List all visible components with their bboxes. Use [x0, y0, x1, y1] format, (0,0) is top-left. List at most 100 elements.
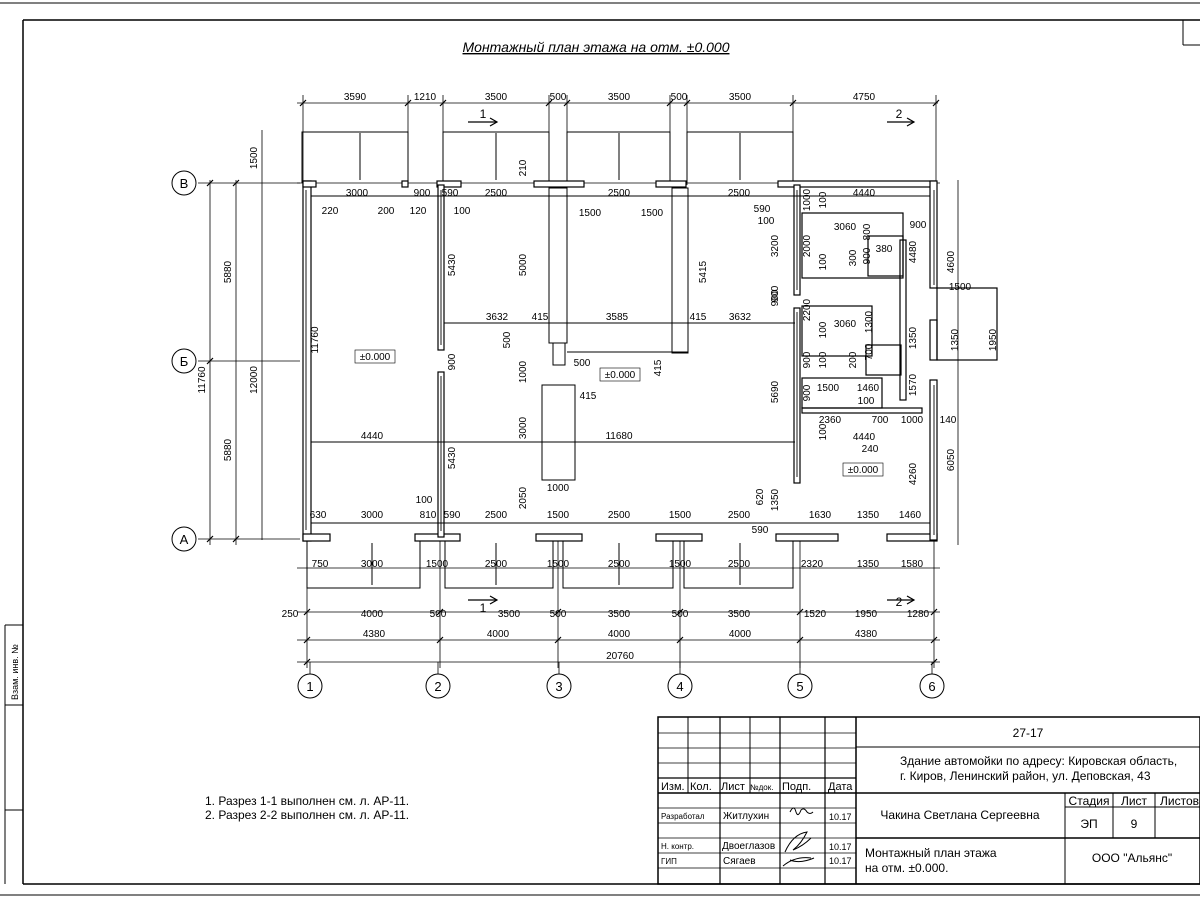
dim-span-1: 4380 — [363, 629, 386, 640]
dim-top2-1: 3000 — [346, 188, 369, 199]
dim-r-35: 620 — [755, 488, 766, 505]
dim-b3-10: 1950 — [855, 609, 878, 620]
dim-r-27: 700 — [872, 415, 889, 426]
dim-b1-12: 1350 — [857, 510, 880, 521]
stamp-role-2: Н. контр. — [661, 842, 694, 851]
dim-r-19: 700 — [864, 343, 875, 360]
dim-r-15: 1300 — [864, 310, 875, 333]
dim-top2-2: 900 — [414, 188, 431, 199]
axis-number-2: 2 — [434, 679, 441, 694]
dim-b2-9: 2320 — [801, 559, 824, 570]
dim-b2-4: 2500 — [485, 559, 508, 570]
walls — [302, 180, 938, 542]
stamp-sheet-title-2: на отм. ±0.000. — [865, 861, 948, 875]
dim-b1-9: 2500 — [728, 510, 751, 521]
axis-letter-a: А — [180, 532, 189, 547]
stamp-name-2: Двоеглазов — [722, 841, 775, 852]
dim-r-7: 300 — [848, 249, 859, 266]
margin-inv-label: Взам. инв. № — [10, 644, 20, 700]
dim-int-9: 3632 — [729, 312, 752, 323]
dim-b1-3: 810 — [420, 510, 437, 521]
dim-int-20: 11680 — [605, 431, 633, 442]
stamp-sheet-value: 9 — [1131, 817, 1138, 831]
dim-top-7: 3500 — [729, 92, 752, 103]
dim-r-25: 900 — [802, 384, 813, 401]
dim-r-17: 900 — [802, 351, 813, 368]
dim-span-3: 4000 — [608, 629, 631, 640]
dim-b2-3: 1500 — [426, 559, 449, 570]
dim-small-8: 100 — [758, 216, 775, 227]
stamp-sheet-title-1: Монтажный план этажа — [865, 846, 997, 860]
stamp-stage-value: ЭП — [1080, 817, 1097, 831]
dim-r-6: 800 — [862, 223, 873, 240]
dim-r-4: 3060 — [834, 222, 857, 233]
dim-left-6: 11760 — [197, 366, 208, 394]
axis-number-6: 6 — [928, 679, 935, 694]
dim-b1-10: 590 — [752, 525, 769, 536]
drawing-title: Монтажный план этажа на отм. ±0.000 — [463, 39, 730, 55]
dim-small-3: 120 — [410, 206, 427, 217]
dim-top-2: 1210 — [414, 92, 437, 103]
dim-b2-7: 1500 — [669, 559, 692, 570]
stamp-hdr-izm: Изм. — [661, 781, 685, 793]
dim-r-39: 1500 — [949, 282, 972, 293]
dim-r-11: 900 — [770, 285, 781, 302]
dim-b1-11: 1630 — [809, 510, 832, 521]
axis-bubbles-letters: В Б А — [171, 170, 197, 552]
dim-top2-6: 2500 — [728, 188, 751, 199]
dim-b1-1: 630 — [310, 510, 327, 521]
dim-b1-2: 3000 — [361, 510, 384, 521]
dim-r-10: 900 — [862, 247, 873, 264]
dim-b2-10: 1350 — [857, 559, 880, 570]
dim-small-4: 100 — [454, 206, 471, 217]
axis-number-4: 4 — [676, 679, 683, 694]
dim-top-1: 3590 — [344, 92, 367, 103]
dim-b3-4: 3500 — [498, 609, 521, 620]
left-margin-strip — [4, 624, 23, 884]
stamp-hdr-list: Лист — [721, 781, 745, 793]
dim-small-1: 220 — [322, 206, 339, 217]
axis-letter-b: Б — [180, 354, 189, 369]
dim-b2-6: 2500 — [608, 559, 631, 570]
dim-b2-1: 750 — [312, 559, 329, 570]
dim-r-20: 200 — [848, 351, 859, 368]
dim-top-5: 3500 — [608, 92, 631, 103]
dim-b1-5: 2500 — [485, 510, 508, 521]
level-center: ±0.000 — [605, 370, 636, 381]
dim-small-5: 1500 — [579, 208, 602, 219]
dim-r-26: 2360 — [819, 415, 842, 426]
stamp-role-1: Разработал — [661, 812, 705, 821]
level-marks: ±0.000 ±0.000 ±0.000 — [354, 349, 884, 477]
dim-r-31: 240 — [862, 444, 879, 455]
dim-r-8: 380 — [876, 244, 893, 255]
dim-r-5: 900 — [910, 220, 927, 231]
dim-r-23: 100 — [858, 396, 875, 407]
dim-b3-3: 500 — [430, 609, 447, 620]
dim-r-37: 4600 — [946, 250, 957, 273]
dim-b2-8: 2500 — [728, 559, 751, 570]
dim-r-22: 1460 — [857, 383, 880, 394]
dims-bottom: 630 3000 810 590 2500 1500 2500 1500 250… — [282, 510, 930, 662]
dim-b3-11: 1280 — [907, 609, 930, 620]
dim-small-9: 1000 — [802, 188, 813, 211]
dim-r-40: 1350 — [950, 328, 961, 351]
dim-int-3: 5000 — [518, 253, 529, 276]
dim-top-4: 500 — [550, 92, 567, 103]
dim-b2-11: 1580 — [901, 559, 924, 570]
dim-r-13: 100 — [818, 321, 829, 338]
dim-top2-5: 2500 — [608, 188, 631, 199]
canopy-outline — [301, 131, 794, 589]
stamp-date-2: 10.17 — [829, 842, 852, 852]
dim-int-7: 3585 — [606, 312, 629, 323]
dim-int-17: 1000 — [547, 483, 570, 494]
stamp-object-1: Здание автомойки по адресу: Кировская об… — [900, 754, 1177, 768]
dim-int-14: 415 — [653, 359, 664, 376]
stamp-date-1: 10.17 — [829, 812, 852, 822]
dim-b1-4: 590 — [444, 510, 461, 521]
stamp-author: Чакина Светлана Сергеевна — [880, 808, 1039, 822]
title-block — [657, 716, 1200, 885]
dim-int-21: 210 — [518, 159, 529, 176]
axis-number-5: 5 — [796, 679, 803, 694]
dim-b3-9: 1520 — [804, 609, 827, 620]
